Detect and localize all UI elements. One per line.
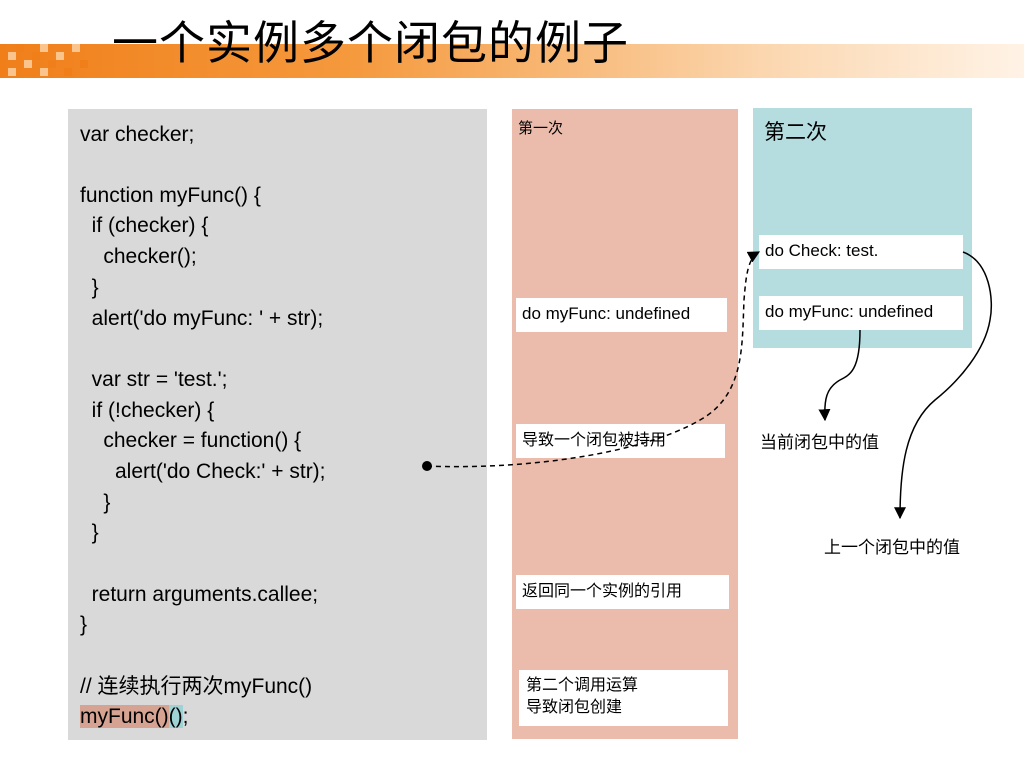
code-line: if (checker) { [80, 214, 209, 237]
code-panel: var checker; function myFunc() { if (che… [68, 109, 487, 740]
code-line: function myFunc() { [80, 184, 261, 207]
code-line: alert('do myFunc: ' + str); [80, 307, 324, 330]
first-run-myfunc-output: do myFunc: undefined [516, 298, 727, 332]
code-line: alert('do Check:' + str); [80, 460, 326, 483]
previous-closure-value-label: 上一个闭包中的值 [824, 538, 960, 558]
code-line: } [80, 613, 88, 636]
second-call-note-line: 第二个调用运算 [526, 675, 639, 694]
code-line: var checker; [80, 123, 195, 146]
code-comment: // 连续执行两次myFunc() [80, 675, 313, 698]
code-line: } [80, 491, 111, 514]
second-call-note: 第二个调用运算 导致闭包创建 [519, 670, 728, 726]
code-line: } [80, 521, 99, 544]
code-line: return arguments.callee; [80, 583, 319, 606]
current-closure-value-label: 当前闭包中的值 [760, 433, 879, 453]
first-call-highlight: myFunc() [80, 705, 169, 728]
code-line: if (!checker) { [80, 399, 215, 422]
second-run-heading: 第二次 [764, 120, 827, 144]
first-run-heading: 第一次 [518, 119, 564, 137]
closure-held-note: 导致一个闭包被持用 [516, 424, 725, 458]
slide-title: 一个实例多个闭包的例子 [112, 16, 629, 70]
second-call-highlight: () [168, 705, 183, 728]
code-line: checker = function() { [80, 429, 302, 452]
second-run-myfunc-output: do myFunc: undefined [759, 296, 963, 330]
second-call-note-line: 导致闭包创建 [526, 697, 623, 716]
call-terminator: ; [182, 705, 189, 728]
same-instance-note: 返回同一个实例的引用 [516, 575, 729, 609]
title-bar [0, 44, 1024, 78]
do-check-output: do Check: test. [759, 235, 963, 269]
code-call-line: myFunc()(); [80, 703, 189, 731]
code-line: } [80, 276, 99, 299]
code-line: var str = 'test.'; [80, 368, 228, 391]
code-line: checker(); [80, 245, 197, 268]
